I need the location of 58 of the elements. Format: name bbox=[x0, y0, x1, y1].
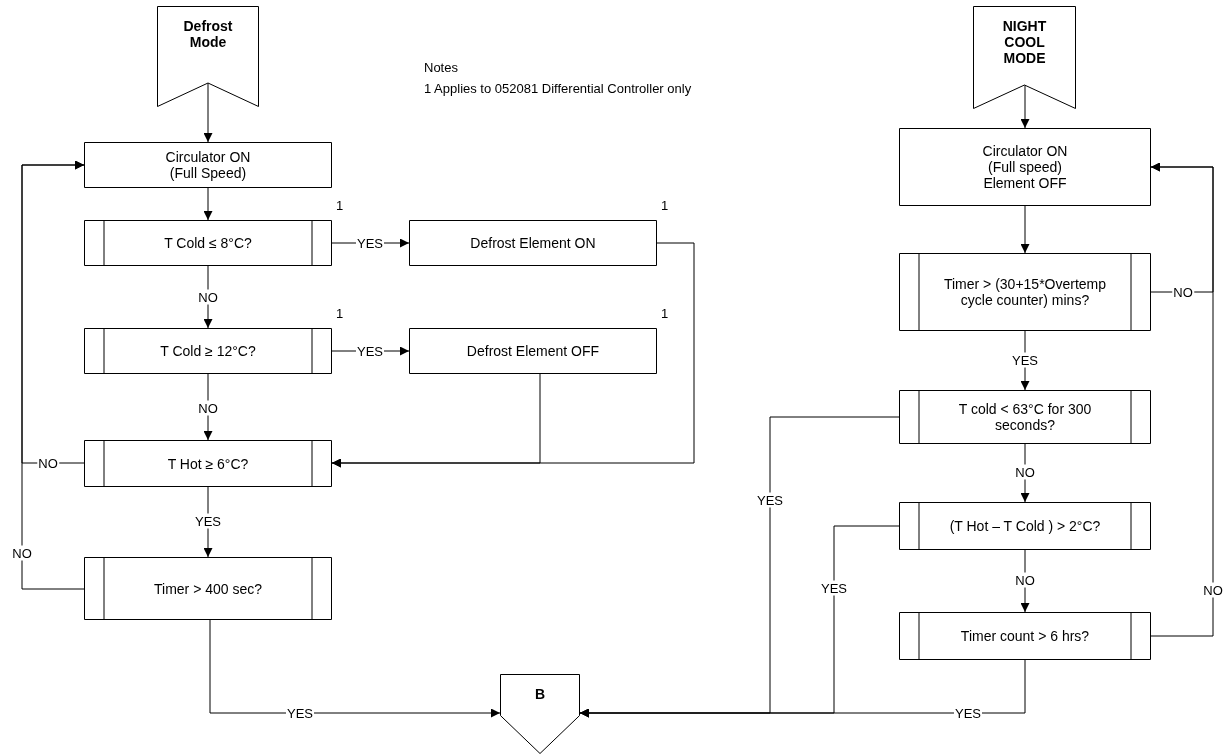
arrow bbox=[203, 82, 213, 143]
off-page-connector bbox=[500, 674, 580, 754]
edge-label: NO bbox=[1014, 464, 1036, 480]
step-text: B bbox=[534, 686, 546, 702]
arrow bbox=[579, 659, 1026, 718]
step-text: Timer count > 6 hrs? bbox=[960, 628, 1090, 644]
arrow bbox=[209, 619, 501, 718]
note-text: 1 Applies to 052081 Differential Controller only bbox=[424, 81, 692, 97]
decision-box bbox=[84, 440, 332, 487]
process-box bbox=[84, 142, 332, 188]
arrow bbox=[1150, 162, 1214, 637]
arrow bbox=[21, 160, 85, 590]
footnote-mark: 1 bbox=[336, 306, 344, 322]
step-text: T Hot ≥ 6°C? bbox=[167, 455, 249, 472]
edge-label: NO bbox=[197, 289, 219, 305]
decision-box bbox=[84, 220, 332, 266]
step-text: Defrost Mode bbox=[182, 18, 234, 50]
edge-label: YES bbox=[1011, 352, 1039, 368]
edge-label: NO bbox=[11, 545, 33, 561]
start-banner bbox=[973, 6, 1076, 109]
step-text: Defrost Element ON bbox=[470, 235, 596, 251]
edge-label: YES bbox=[194, 513, 222, 529]
note-text: Notes bbox=[424, 60, 458, 76]
decision-box bbox=[899, 612, 1151, 660]
footnote-mark: 1 bbox=[336, 198, 344, 214]
arrow bbox=[1020, 549, 1030, 613]
footnote-mark: 1 bbox=[661, 198, 669, 214]
arrow bbox=[203, 265, 213, 329]
process-box bbox=[409, 220, 657, 266]
step-text: T Cold ≥ 12°C? bbox=[160, 343, 256, 359]
step-text: Defrost Element OFF bbox=[466, 343, 600, 359]
step-text: Timer > 400 sec? bbox=[154, 580, 262, 597]
decision-box bbox=[899, 253, 1151, 331]
edge-label: YES bbox=[820, 580, 848, 596]
arrow bbox=[331, 373, 541, 468]
arrow bbox=[1020, 205, 1030, 254]
step-text: T cold < 63°C for 300 seconds? bbox=[957, 401, 1093, 433]
step-text: Circulator ON (Full speed) Element OFF bbox=[981, 143, 1069, 191]
step-text: (T Hot – T Cold ) > 2°C? bbox=[949, 518, 1101, 534]
arrow bbox=[203, 187, 213, 221]
decision-box bbox=[899, 502, 1151, 550]
process-box bbox=[899, 128, 1151, 206]
process-box bbox=[409, 328, 657, 374]
decision-box bbox=[84, 557, 332, 620]
step-text: Timer > (30+15*Overtemp cycle counter) mins? bbox=[942, 276, 1108, 308]
start-banner bbox=[157, 6, 259, 107]
step-text: T Cold ≤ 8°C? bbox=[164, 235, 252, 251]
edge-label: NO bbox=[197, 400, 219, 416]
edge-label: NO bbox=[1202, 582, 1224, 598]
edge-label: YES bbox=[756, 492, 784, 508]
decision-box bbox=[84, 328, 332, 374]
edge-label: NO bbox=[1014, 572, 1036, 588]
arrow bbox=[1020, 84, 1030, 129]
step-text: NIGHT COOL MODE bbox=[1001, 18, 1048, 66]
arrow bbox=[203, 373, 213, 441]
decision-box bbox=[899, 390, 1151, 444]
footnote-mark: 1 bbox=[661, 306, 669, 322]
step-text: Circulator ON (Full Speed) bbox=[164, 149, 252, 181]
